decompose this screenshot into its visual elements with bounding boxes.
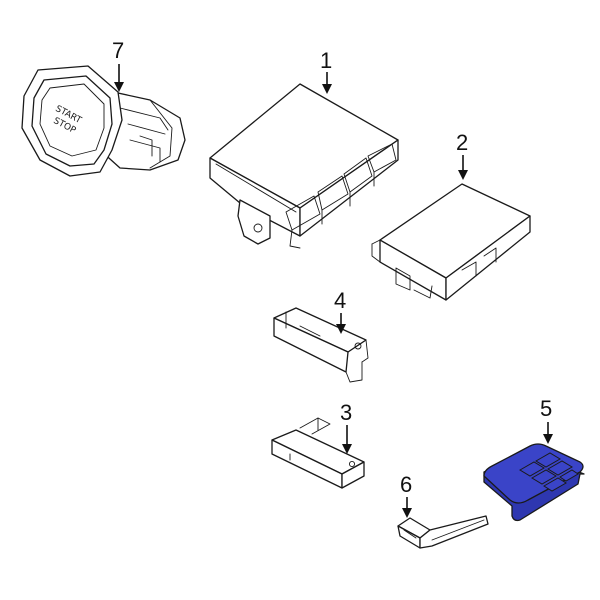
callout-number-6: 6 (400, 472, 412, 497)
arrowhead-2 (458, 170, 468, 180)
callout-number-1: 1 (320, 48, 332, 73)
arrowhead-5 (543, 434, 553, 444)
callout-2: 2 (456, 130, 468, 180)
arrowhead-4 (336, 324, 346, 334)
callout-number-2: 2 (456, 130, 468, 155)
receiver-module-part[interactable] (371, 183, 531, 301)
callout-number-5: 5 (540, 396, 552, 421)
arrowhead-7 (114, 82, 124, 92)
antenna-part[interactable] (271, 417, 365, 489)
arrowhead-6 (402, 508, 412, 518)
arrowhead-3 (342, 444, 352, 454)
callout-4: 4 (334, 288, 346, 334)
key-blade-part[interactable] (397, 515, 489, 549)
callout-7: 7 (112, 38, 124, 92)
arrowhead-1 (322, 84, 332, 94)
start-stop-button-part[interactable]: START STOP (21, 65, 186, 177)
callout-number-3: 3 (340, 400, 352, 425)
bracket-part[interactable] (273, 307, 369, 383)
key-fob-part[interactable] (483, 443, 585, 522)
key-fob-buttons (519, 452, 579, 492)
callout-1: 1 (320, 48, 332, 94)
callout-number-4: 4 (334, 288, 346, 313)
callout-3: 3 (340, 400, 352, 454)
callout-5: 5 (540, 396, 553, 444)
callout-number-7: 7 (112, 38, 124, 63)
callout-6: 6 (400, 472, 412, 518)
control-module-part[interactable] (209, 83, 399, 249)
